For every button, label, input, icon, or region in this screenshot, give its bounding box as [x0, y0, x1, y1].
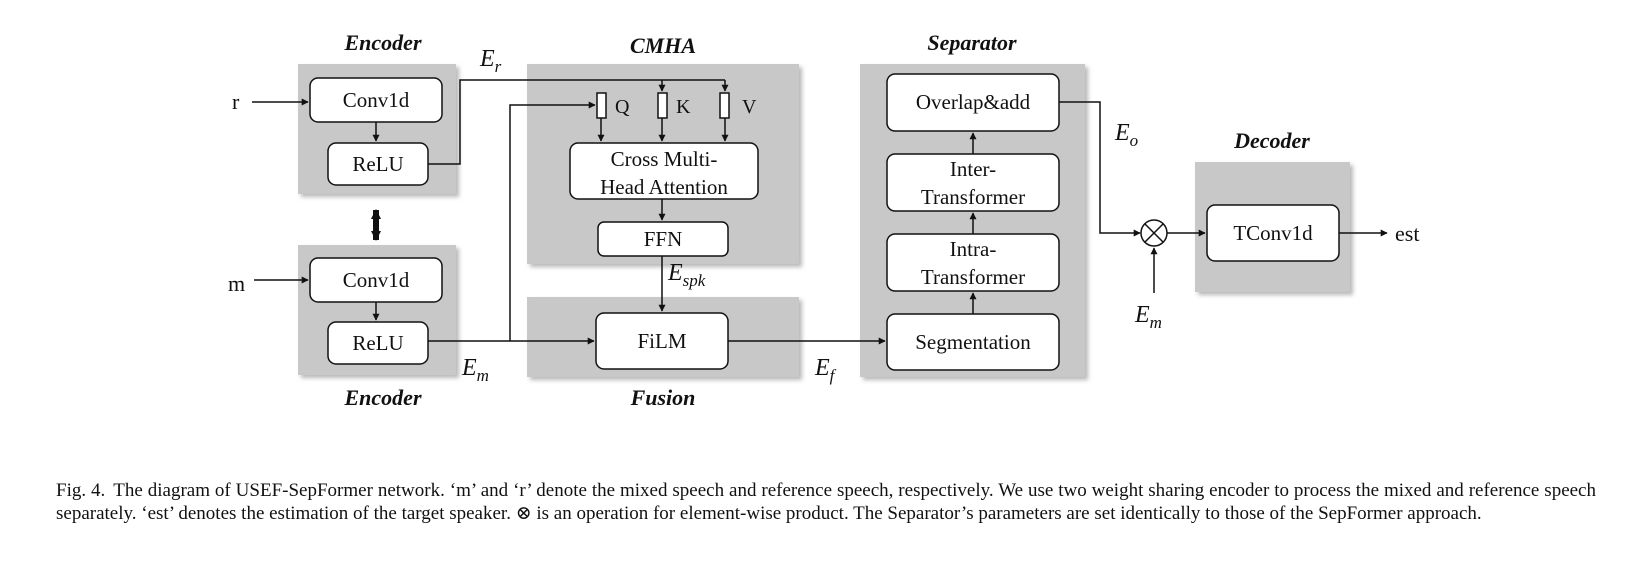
encoder-top-title: Encoder	[344, 30, 422, 55]
cross-attention-label-line2: Head Attention	[600, 175, 728, 199]
decoder-title: Decoder	[1233, 128, 1310, 153]
v-label: V	[742, 96, 757, 118]
er-label: Er	[479, 46, 502, 76]
ffn-label: FFN	[644, 227, 683, 251]
usef-sepformer-diagram: Encoder Encoder CMHA Fusion Separator De…	[228, 30, 1419, 410]
em-encoder-label: Em	[461, 355, 489, 385]
conv1d-bottom-label: Conv1d	[343, 268, 410, 292]
em-to-q-connection	[509, 101, 596, 341]
separator-title: Separator	[927, 30, 1017, 55]
inter-transformer-label-line1: Inter-	[950, 157, 996, 181]
k-input-bar	[657, 92, 668, 119]
figure-label: Fig. 4.	[56, 480, 106, 501]
relu-top-label: ReLU	[352, 152, 403, 176]
cross-attention-label-line1: Cross Multi-	[611, 147, 718, 171]
est-output-label: est	[1395, 221, 1419, 246]
element-wise-product-node	[1140, 219, 1168, 247]
segmentation-label: Segmentation	[915, 330, 1031, 354]
input-r-label: r	[232, 89, 240, 114]
cmha-title: CMHA	[630, 33, 696, 58]
ef-label: Ef	[814, 355, 837, 385]
encoder-bottom-title: Encoder	[344, 385, 422, 410]
cross-attention-block	[569, 142, 759, 200]
espk-label: Espk	[667, 260, 706, 290]
em-decoder-label: Em	[1134, 302, 1162, 332]
film-label: FiLM	[637, 329, 686, 353]
figure-caption: Fig. 4.The diagram of USEF-SepFormer net…	[56, 479, 1596, 525]
relu-bottom-label: ReLU	[352, 331, 403, 355]
ffn-block	[597, 221, 729, 257]
v-input-bar	[719, 92, 730, 119]
eo-connection	[1059, 101, 1141, 237]
conv1d-top-label: Conv1d	[343, 88, 410, 112]
q-input-bar	[596, 92, 607, 119]
q-label: Q	[615, 96, 630, 118]
tconv1d-label: TConv1d	[1233, 221, 1313, 245]
overlap-add-label: Overlap&add	[916, 90, 1031, 114]
eo-label: Eo	[1114, 120, 1138, 150]
er-connection	[428, 79, 725, 165]
relu-bottom-block	[327, 321, 429, 365]
intra-transformer-label-line2: Transformer	[921, 265, 1025, 289]
inter-transformer-label-line2: Transformer	[921, 185, 1025, 209]
fusion-title: Fusion	[630, 385, 696, 410]
k-label: K	[676, 96, 691, 118]
intra-transformer-label-line1: Intra-	[950, 237, 997, 261]
input-m-label: m	[228, 271, 245, 296]
figure-caption-text: The diagram of USEF-SepFormer network. ‘…	[56, 480, 1596, 524]
